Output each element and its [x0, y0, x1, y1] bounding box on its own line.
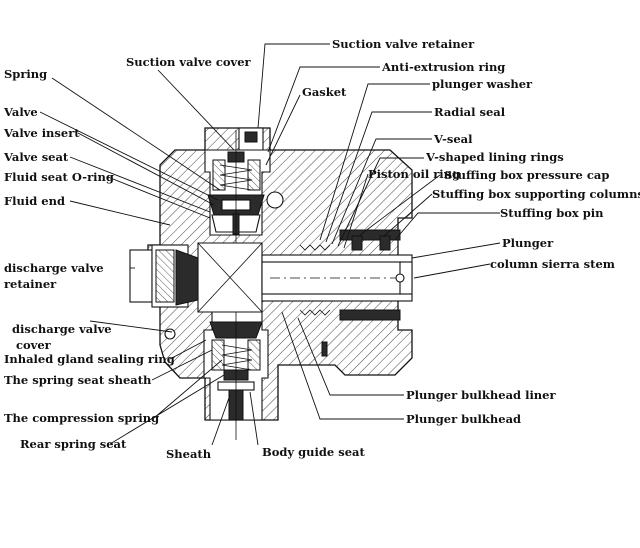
label-anti-extrusion-ring: Anti-extrusion ring — [381, 60, 505, 74]
label-plunger-bulkhead-liner: Plunger bulkhead liner — [406, 388, 556, 402]
label-radial-seal: Radial seal — [434, 105, 506, 119]
label-discharge-valve-cover-2: cover — [16, 338, 52, 352]
label-suction-valve-retainer: Suction valve retainer — [332, 37, 475, 51]
label-plunger: Plunger — [502, 236, 554, 250]
label-inhaled-gland-sealing-ring: Inhaled gland sealing ring — [4, 352, 175, 366]
label-spring-seat-sheath: The spring seat sheath — [4, 373, 152, 387]
label-plunger-washer: plunger washer — [432, 77, 533, 91]
label-body-guide-seat: Body guide seat — [262, 445, 365, 459]
leader-lines — [39, 43, 501, 446]
label-stuffing-box-supporting-columns: Stuffing box supporting columns — [432, 187, 640, 201]
label-fluid-seat-o-ring: Fluid seat O-ring — [4, 170, 114, 184]
label-valve-insert: Valve insert — [3, 126, 80, 140]
label-gasket: Gasket — [302, 85, 347, 99]
plunger-assembly — [261, 229, 413, 321]
label-v-seal: V-seal — [433, 132, 473, 146]
discharge-valve-assembly — [203, 311, 269, 440]
label-rear-spring-seat: Rear spring seat — [20, 437, 127, 451]
label-spring: Spring — [4, 67, 47, 81]
discharge-valve-retainer-part — [129, 244, 199, 308]
label-stuffing-box-pressure-cap: Stuffing box pressure cap — [444, 168, 609, 182]
label-suction-valve-cover: Suction valve cover — [126, 55, 252, 69]
label-sheath: Sheath — [166, 447, 212, 461]
label-piston-oil-ring: Piston oil ring — [368, 167, 460, 181]
label-compression-spring: The compression spring — [4, 411, 159, 425]
label-discharge-valve-retainer-2: retainer — [4, 277, 57, 291]
label-stuffing-box-pin: Stuffing box pin — [500, 206, 604, 220]
label-discharge-valve-retainer-1: discharge valve — [4, 261, 104, 275]
label-discharge-valve-cover-1: discharge valve — [12, 322, 112, 336]
label-v-shaped-lining-rings: V-shaped lining rings — [425, 150, 564, 164]
labels: Suction valve retainer Spring Suction va… — [3, 37, 640, 461]
label-valve: Valve — [3, 105, 38, 119]
label-column-sierra-stem: column sierra stem — [490, 257, 615, 271]
label-fluid-end: Fluid end — [4, 194, 65, 208]
label-plunger-bulkhead: Plunger bulkhead — [406, 412, 521, 426]
label-valve-seat: Valve seat — [3, 150, 69, 164]
